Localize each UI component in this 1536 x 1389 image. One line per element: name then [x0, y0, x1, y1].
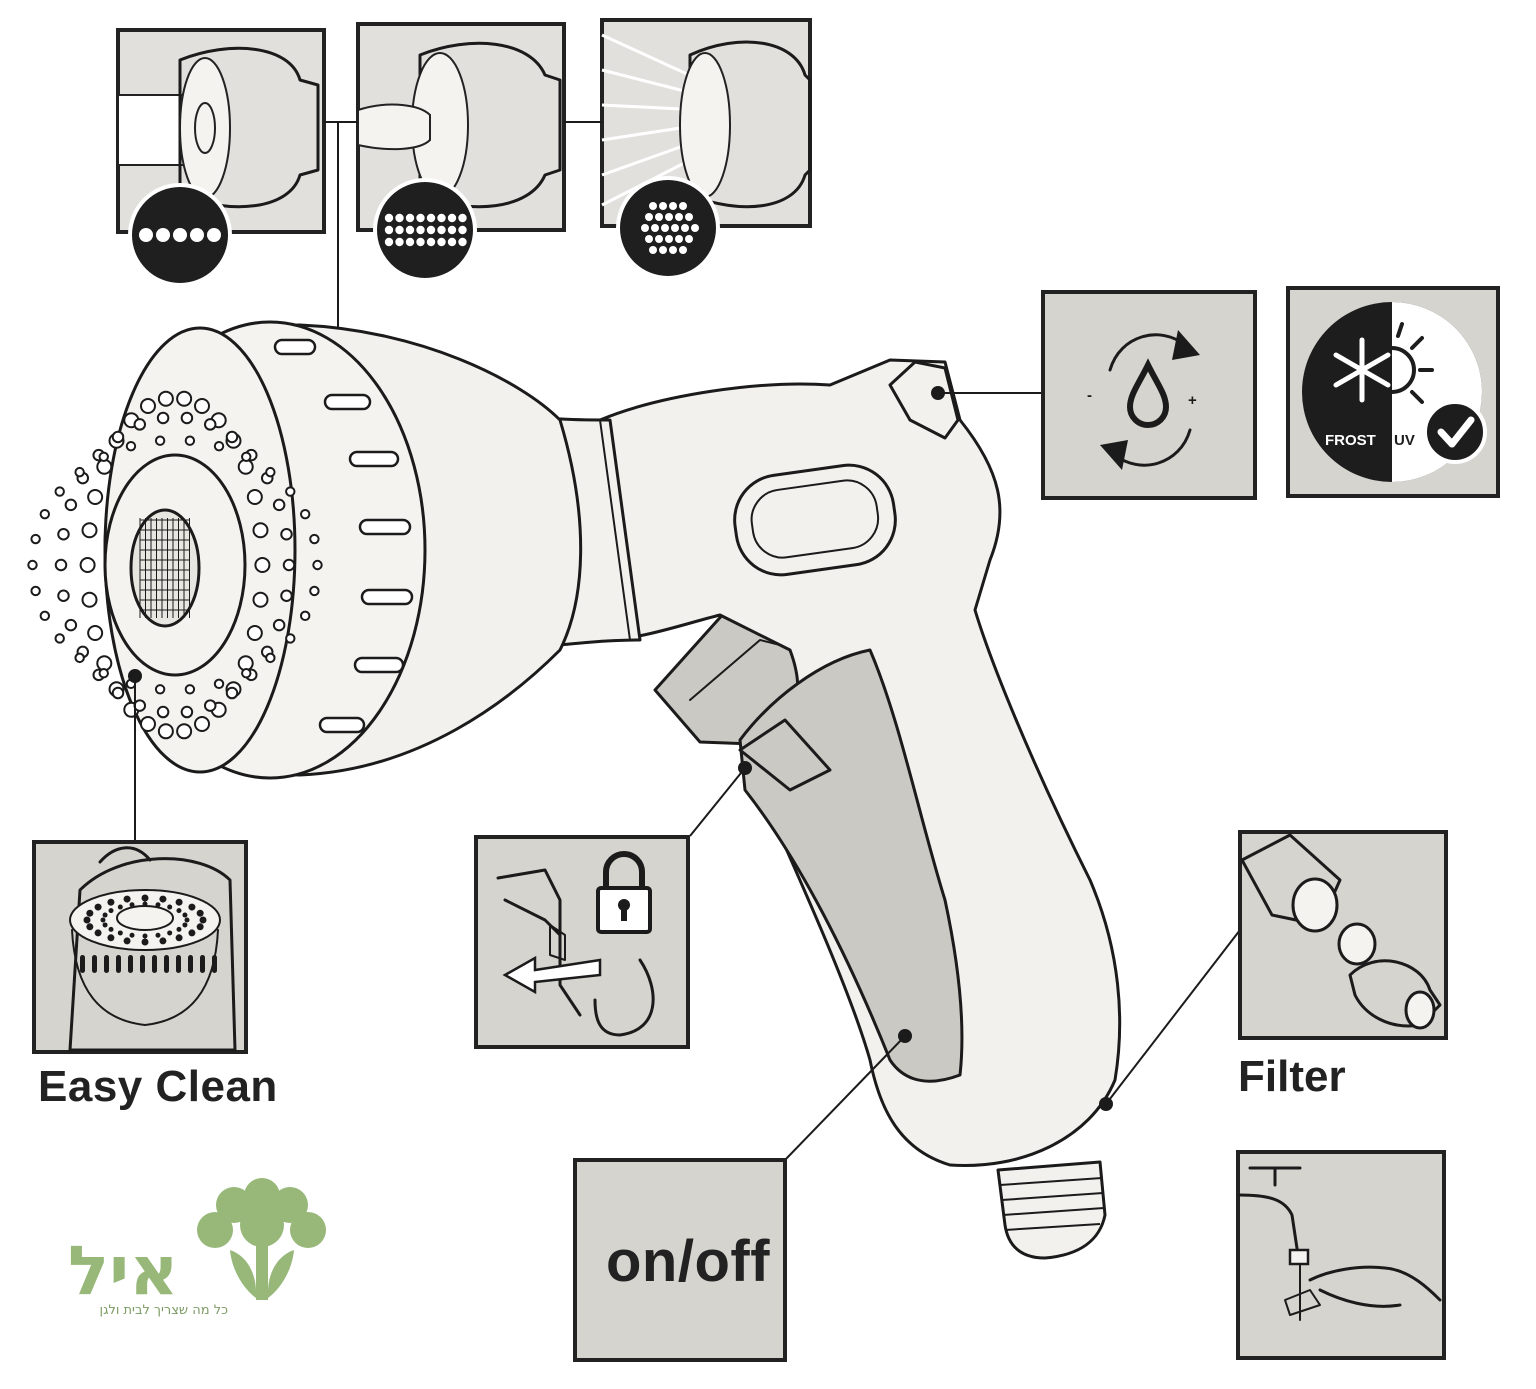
water-drop-icon: [1126, 358, 1170, 428]
trigger-lock-panel: [474, 835, 690, 1049]
filter-label: Filter: [1238, 1052, 1346, 1101]
frost-text: FROST: [1325, 432, 1376, 449]
eyal-logo: [197, 1178, 326, 1300]
handle-grip: [738, 648, 964, 1083]
padlock-icon: [596, 851, 652, 934]
frost-uv-badge: FROST UV: [1286, 286, 1500, 498]
nozzle-face: [27, 390, 323, 740]
spray-mode-shower-panel: [356, 22, 566, 282]
flower-icon: [197, 1178, 326, 1300]
callout-lines: [134, 392, 1241, 1161]
jet-mode-icon: [139, 228, 221, 242]
snowflake-icon: [1333, 337, 1391, 403]
uv-text: UV: [1394, 432, 1415, 449]
easy-clean-label: Easy Clean: [38, 1062, 278, 1111]
flow-minus: -: [1087, 387, 1092, 404]
shower-mode-icon: [384, 213, 467, 247]
spray-mode-jet-panel: [116, 28, 326, 287]
fan-mode-icon: [641, 202, 699, 254]
arrow-left-icon: [502, 955, 602, 995]
spray-mode-fan-panel: [600, 18, 812, 280]
easy-clean-panel: [32, 840, 248, 1054]
sun-icon: [1390, 322, 1434, 404]
hose-connector: [996, 1160, 1107, 1260]
flow-plus: +: [1188, 392, 1197, 409]
on-off-label: on/off: [606, 1229, 771, 1294]
logo-tagline: כל מה שצריך לבית ולגן: [99, 1303, 228, 1318]
logo-name: איל: [68, 1232, 179, 1311]
flow-control-panel: - +: [1041, 290, 1257, 500]
check-icon: [1437, 416, 1475, 448]
filter-panel: [1238, 830, 1448, 1040]
spray-gun: [27, 320, 1122, 1260]
on-off-panel: [573, 1158, 787, 1362]
rinse-filter-panel: [1236, 1150, 1446, 1360]
